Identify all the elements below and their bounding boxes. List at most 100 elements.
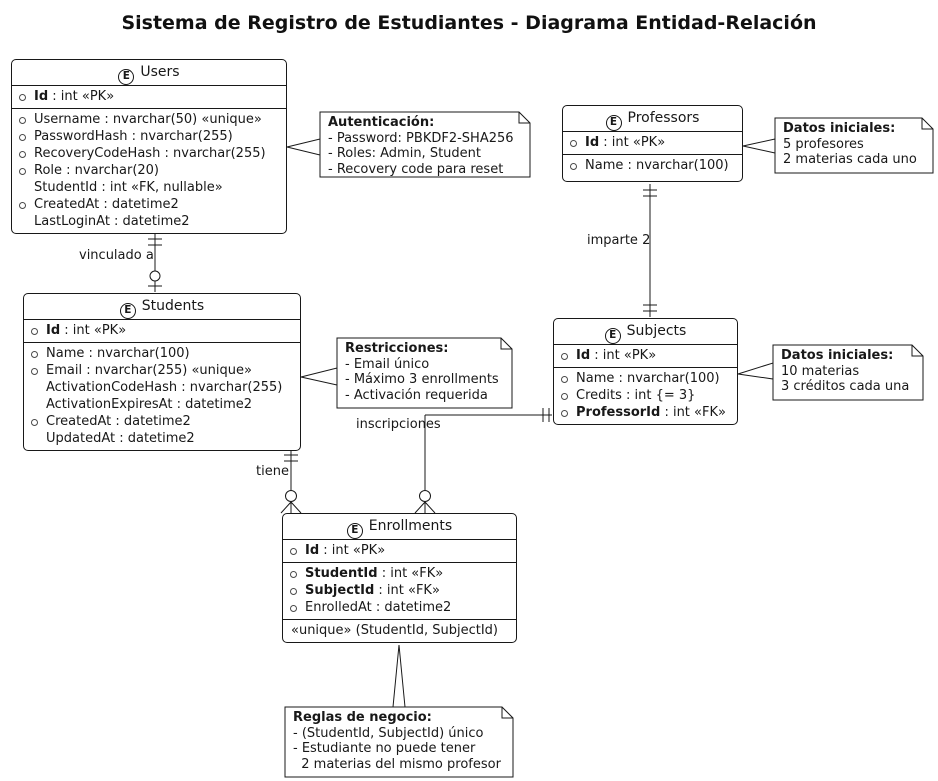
field-type: : int «PK» — [599, 135, 666, 150]
attribute-row: SubjectId : int «FK» — [283, 582, 516, 599]
relation-label-users-students: vinculado a — [79, 248, 154, 263]
note-line: 2 materias cada uno — [783, 152, 917, 167]
field-circle-icon — [561, 352, 568, 360]
field-name: Id — [34, 89, 49, 104]
note-line: 3 créditos cada una — [781, 379, 910, 394]
field-type: : int «FK» — [377, 566, 444, 581]
field-circle-icon — [19, 201, 26, 209]
professors-data-note-shape — [774, 117, 934, 174]
entity-icon: E — [605, 114, 622, 131]
field-name: Id — [585, 135, 600, 150]
entity-professors-pk-section: Id : int «PK» — [563, 131, 742, 154]
relation-label-subjects-enrollments: inscripciones — [356, 417, 441, 432]
field-circle-icon — [290, 604, 297, 612]
field-text: ActivationExpiresAt : datetime2 — [46, 397, 253, 412]
field-type: : int «FK» — [660, 405, 726, 420]
attribute-row: ProfessorId : int «FK» — [554, 404, 737, 421]
field-text: Email : nvarchar(255) «unique» — [46, 363, 252, 378]
field-name: SubjectId — [305, 583, 375, 598]
attribute-row: Username : nvarchar(50) «unique» — [12, 111, 286, 128]
note-title: Restricciones: — [345, 341, 449, 356]
field-text: RecoveryCodeHash : nvarchar(255) — [34, 146, 266, 161]
field-text: Credits : int {= 3} — [576, 388, 696, 403]
field-name: StudentId — [305, 566, 378, 581]
field-text: ActivationCodeHash : nvarchar(255) — [46, 380, 283, 395]
entity-professors-header: E Professors — [563, 106, 742, 131]
attribute-row: StudentId : int «FK, nullable» — [12, 179, 286, 196]
entity-name: Enrollments — [368, 518, 453, 534]
field-circle-icon — [31, 327, 38, 335]
attribute-row: Name : nvarchar(100) — [563, 157, 742, 174]
entity-subjects-attrs-section: Name : nvarchar(100) Credits : int {= 3}… — [554, 367, 737, 424]
field-circle-icon — [290, 547, 297, 555]
restrictions-note-shape — [336, 337, 513, 409]
restrictions-note: Restricciones: - Email único - Máximo 3 … — [345, 341, 499, 403]
field-text: Username : nvarchar(50) «unique» — [34, 112, 262, 127]
entity-enrollments-unique-section: «unique» (StudentId, SubjectId) — [283, 619, 516, 642]
connector-subjects-data-note — [737, 362, 774, 380]
rules-note-shape — [284, 706, 514, 778]
field-name: Id — [305, 543, 320, 558]
entity-name: Professors — [627, 110, 700, 126]
field-text: Name : nvarchar(100) — [576, 371, 720, 386]
relation-label-students-enrollments: tiene — [256, 464, 289, 479]
subjects-data-note-shape — [772, 344, 924, 401]
entity-enrollments-pk-section: Id : int «PK» — [283, 539, 516, 562]
field-circle-icon — [31, 418, 38, 426]
note-line: - Estudiante no puede tener — [293, 741, 476, 756]
attribute-row: UpdatedAt : datetime2 — [24, 430, 300, 447]
field-text: LastLoginAt : datetime2 — [34, 214, 190, 229]
attribute-row: ActivationExpiresAt : datetime2 — [24, 396, 300, 413]
entity-icon: E — [119, 302, 136, 319]
note-title: Autenticación: — [328, 115, 435, 130]
attribute-row: PasswordHash : nvarchar(255) — [12, 128, 286, 145]
field-circle-icon — [19, 167, 26, 175]
note-line: - Recovery code para reset — [328, 161, 504, 177]
relation-students-enrollments-line — [280, 450, 302, 514]
field-circle-icon — [19, 93, 26, 101]
relation-professors-subjects-line — [643, 184, 657, 317]
note-line: - Máximo 3 enrollments — [345, 372, 499, 387]
attribute-row: CreatedAt : datetime2 — [24, 413, 300, 430]
field-circle-icon — [570, 162, 577, 170]
note-line: - Password: PBKDF2-SHA256 — [328, 130, 514, 146]
attribute-row: ActivationCodeHash : nvarchar(255) — [24, 379, 300, 396]
attribute-row: Id : int «PK» — [24, 322, 300, 339]
field-name: Id — [46, 323, 61, 338]
field-circle-icon — [570, 139, 577, 147]
attribute-row: Id : int «PK» — [283, 542, 516, 559]
attribute-row: Name : nvarchar(100) — [24, 345, 300, 362]
field-type: : int «PK» — [48, 89, 115, 104]
rules-note: Reglas de negocio: - (StudentId, Subject… — [293, 710, 501, 772]
relation-label-professors-subjects: imparte 2 — [587, 233, 651, 248]
note-line: 2 materias del mismo profesor — [293, 756, 501, 772]
field-text: CreatedAt : datetime2 — [34, 197, 179, 212]
attribute-row: StudentId : int «FK» — [283, 565, 516, 582]
attribute-row: LastLoginAt : datetime2 — [12, 213, 286, 230]
note-shapes — [284, 111, 934, 778]
note-title: Datos iniciales: — [783, 121, 896, 136]
attribute-row: Id : int «PK» — [554, 347, 737, 364]
note-line: 5 profesores — [783, 136, 864, 152]
note-title: Datos iniciales: — [781, 348, 894, 363]
field-circle-icon — [19, 150, 26, 158]
entity-students-attrs-section: Name : nvarchar(100) Email : nvarchar(25… — [24, 342, 300, 450]
entity-users-attrs-section: Username : nvarchar(50) «unique» Passwor… — [12, 108, 286, 233]
entity-professors-attrs-section: Name : nvarchar(100) — [563, 154, 742, 177]
attribute-row: Name : nvarchar(100) — [554, 370, 737, 387]
entity-name: Subjects — [626, 323, 687, 339]
connector-professors-data-note — [742, 138, 776, 154]
connector-users-auth-note — [286, 138, 321, 156]
note-line: - (StudentId, SubjectId) único — [293, 725, 484, 741]
field-type: : int «PK» — [60, 323, 127, 338]
note-title: Reglas de negocio: — [293, 710, 432, 725]
